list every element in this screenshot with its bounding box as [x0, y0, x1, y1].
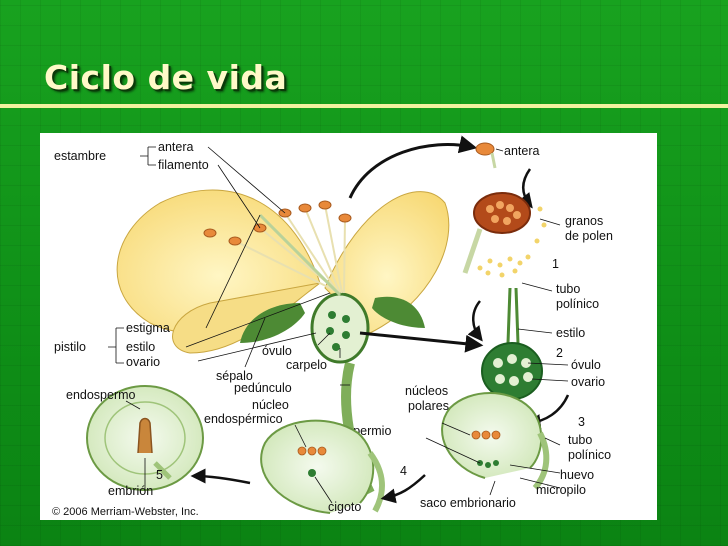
- label-sepalo: sépalo: [216, 369, 253, 383]
- arrow-to-ovary: [359, 331, 484, 353]
- label-pistilo: pistilo: [54, 340, 86, 354]
- embryo-closeup: [86, 385, 204, 491]
- label-estilo-right: estilo: [556, 326, 585, 340]
- copyright-text: © 2006 Merriam-Webster, Inc.: [52, 506, 199, 518]
- bottom-middle-leader-lines: [294, 424, 333, 504]
- life-cycle-diagram: estambre antera filamento pistilo estigm…: [52, 135, 613, 518]
- right-leader-lines: [495, 148, 569, 382]
- step-number-3: 3: [578, 415, 585, 429]
- label-estigma: estigma: [126, 321, 170, 335]
- bottom-left-leader-lines: [125, 400, 146, 490]
- label-antera-right: antera: [504, 144, 539, 158]
- slide-title: Ciclo de vida: [44, 58, 288, 97]
- flower-leader-lines: [108, 146, 350, 386]
- label-de-polen: de polen: [565, 229, 613, 243]
- label-polares: polares: [408, 399, 449, 413]
- label-embrion: embrión: [108, 484, 153, 498]
- label-saco: saco embrionario: [420, 496, 516, 510]
- label-carpelo: carpelo: [286, 358, 327, 372]
- label-ovulo-right: óvulo: [571, 358, 601, 372]
- flower-illustration: [116, 189, 450, 496]
- label-tubo-1: tubo: [556, 282, 580, 296]
- label-antera-flower: antera: [158, 140, 193, 154]
- label-granos: granos: [565, 214, 603, 228]
- zygote-closeup: [190, 419, 426, 514]
- step-number-2: 2: [556, 346, 563, 360]
- label-endospermico: endospérmico: [204, 412, 283, 426]
- label-cigoto: cigoto: [328, 500, 361, 514]
- anther-closeup: [462, 142, 547, 278]
- title-underline: [0, 104, 728, 108]
- diagram-panel: estambre antera filamento pistilo estigm…: [40, 133, 657, 520]
- label-nucleos: núcleos: [405, 384, 448, 398]
- label-filamento: filamento: [158, 158, 209, 172]
- step-number-4: 4: [400, 464, 407, 478]
- label-nucleo: núcleo: [252, 398, 289, 412]
- label-ovario-right: ovario: [571, 375, 605, 389]
- label-polinico-2: polínico: [568, 448, 611, 462]
- label-micropilo: micropilo: [536, 483, 586, 497]
- label-huevo: huevo: [560, 468, 594, 482]
- step-number-1: 1: [552, 257, 559, 271]
- fertilization-closeup: [441, 392, 550, 490]
- label-ovulo-flower: óvulo: [262, 344, 292, 358]
- label-tubo-2: tubo: [568, 433, 592, 447]
- step-number-5: 5: [156, 468, 163, 482]
- arrow-to-anther: [348, 135, 478, 199]
- pistil-closeup: [467, 287, 570, 430]
- bottom-right-leader-lines: [425, 422, 561, 496]
- label-estambre: estambre: [54, 149, 106, 163]
- label-pedunculo: pedúnculo: [234, 381, 292, 395]
- label-ovario-flower: ovario: [126, 355, 160, 369]
- label-estilo-flower: estilo: [126, 340, 155, 354]
- label-endospermo: endospermo: [66, 388, 136, 402]
- label-polinico-1: polínico: [556, 297, 599, 311]
